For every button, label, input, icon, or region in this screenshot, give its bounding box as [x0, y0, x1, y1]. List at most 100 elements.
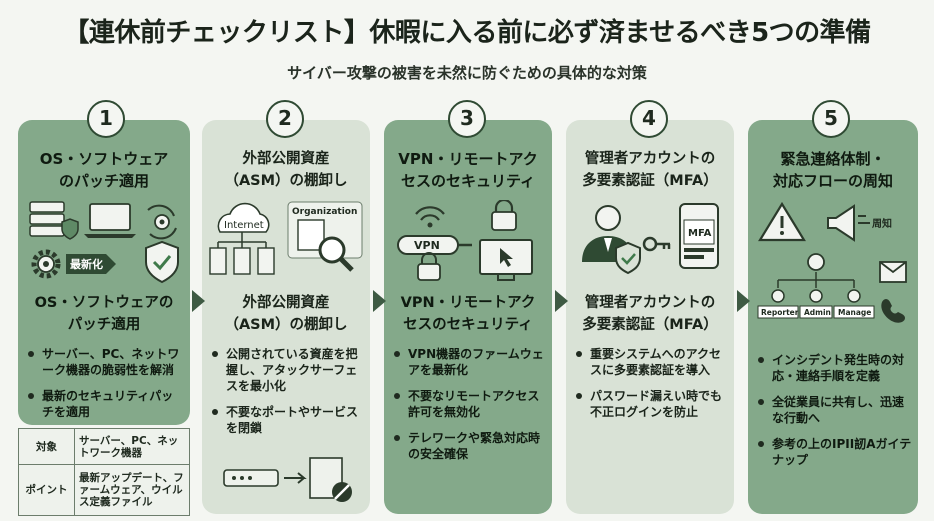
card-patch: OS・ソフトウェア のパッチ適用	[18, 120, 190, 425]
lock-icon	[491, 198, 517, 231]
step-number-4: 4	[630, 100, 668, 138]
mail-icon	[879, 261, 907, 283]
shield-check-icon	[145, 240, 179, 284]
card-heading-line: 管理者アカウントの	[584, 151, 716, 167]
org-chart-icon: Reporter Admin Manage	[757, 253, 875, 319]
card-heading-line: 緊急連絡体制・	[780, 150, 886, 168]
card-subheading-line: （ASM）の棚卸し	[224, 317, 348, 333]
bullet-item: 不要なリモートアクセス許可を無効化	[394, 388, 546, 420]
card-asm: 外部公開資産 （ASM）の棚卸し Internet Organization	[202, 120, 370, 514]
table-key: ポイント	[18, 464, 75, 516]
card-heading-line: 対応フローの周知	[772, 172, 893, 190]
checklist-cards: 1 OS・ソフトウェア のパッチ適用	[0, 100, 934, 521]
organization-label: Organization	[292, 207, 357, 217]
bullet-item: インシデント発生時の対応・連絡手順を定義	[758, 352, 912, 384]
card-subheading-line: 外部公開資産	[242, 295, 330, 311]
step-number-5: 5	[812, 100, 850, 138]
bullet-item: 全従業員に共有し、迅速な行動へ	[758, 394, 912, 426]
update-badge: 最新化	[66, 254, 116, 274]
bullet-item: 重要システムへのアクセスに多要素認証を導入	[576, 346, 728, 378]
gear-icon	[31, 249, 61, 279]
update-badge-label: 最新化	[70, 257, 103, 271]
phone-icon	[881, 299, 905, 323]
card-subheading-line: パッチ適用	[67, 317, 141, 333]
flow-arrow	[373, 290, 386, 312]
wifi-icon	[415, 206, 445, 228]
mfa-label: MFA	[688, 228, 712, 239]
table-row: ポイント 最新アップデート、ファームウェア、ウイルス定義ファイル	[18, 464, 190, 516]
card-heading: VPN・リモートアク セスのセキュリティ	[390, 148, 546, 192]
card-subheading-line: OS・ソフトウェアの	[34, 295, 174, 311]
megaphone-icon: 周知	[827, 204, 892, 242]
shield-check-icon	[615, 241, 641, 275]
bullet-item: サーバー、PC、ネットワーク機器の脆弱性を解消	[28, 346, 184, 378]
vpn-tunnel-icon: VPN	[397, 235, 472, 255]
bullet-list: VPN機器のファームウェアを最新化 不要なリモートアクセス許可を無効化 テレワー…	[394, 346, 546, 472]
vpn-label: VPN	[414, 239, 440, 252]
table-value: サーバー、PC、ネットワーク機器	[74, 427, 190, 466]
bullet-list: 公開されている資産を把握し、アタックサーフェスを最小化 不要なポートやサービスを…	[212, 346, 364, 446]
card-heading: 外部公開資産 （ASM）の棚卸し	[208, 148, 364, 192]
magnifier-icon	[318, 236, 354, 272]
card-heading-line: （ASM）の棚卸し	[224, 173, 348, 189]
card-subheading-line: 多要素認証（MFA）	[582, 317, 718, 333]
server-icon	[209, 247, 275, 275]
smartphone-mfa-icon: MFA	[679, 203, 719, 269]
card-heading-line: OS・ソフトウェア	[39, 150, 169, 168]
page-title: 【連休前チェックリスト】休暇に入る前に必ず済ませるべき5つの準備	[63, 18, 871, 48]
target-point-table: 対象 サーバー、PC、ネットワーク機器 ポイント 最新アップデート、ファームウェ…	[18, 427, 190, 516]
card-heading: 緊急連絡体制・ 対応フローの周知	[754, 148, 912, 192]
role-label: Manage	[838, 308, 871, 317]
bullet-item: パスワード漏えい時でも不正ログインを防止	[576, 388, 728, 420]
card-heading-line: 多要素認証（MFA）	[582, 173, 718, 189]
card-illustration: VPN	[388, 198, 548, 290]
bullet-list: 重要システムへのアクセスに多要素認証を導入 パスワード漏えい時でも不正ログインを…	[576, 346, 728, 430]
card-subheading: OS・ソフトウェアの パッチ適用	[24, 292, 184, 338]
notice-label: 周知	[872, 217, 892, 230]
card-illustration: Internet Organization	[206, 200, 366, 290]
card-illustration: MFA	[570, 200, 730, 290]
step-number-3: 3	[448, 100, 486, 138]
bullet-item: VPN機器のファームウェアを最新化	[394, 346, 546, 378]
bullet-item: 公開されている資産を把握し、アタックサーフェスを最小化	[212, 346, 364, 394]
card-heading: 管理者アカウントの 多要素認証（MFA）	[572, 148, 728, 192]
card-subheading: VPN・リモートアク セスのセキュリティ	[390, 292, 546, 338]
bullet-item: 参考の上のIPII訒Aガイテナップ	[758, 436, 912, 468]
monitor-cursor-icon	[479, 239, 533, 281]
page-subtitle: サイバー攻撃の被害を未然に防ぐための具体的な対策	[287, 64, 647, 82]
server-shield-icon	[29, 201, 79, 240]
card-heading-line: 外部公開資産	[242, 151, 330, 167]
card-subheading: 管理者アカウントの 多要素認証（MFA）	[572, 292, 728, 338]
card-heading-line: VPN・リモートアク	[398, 150, 538, 168]
card-subheading-line: セスのセキュリティ	[403, 317, 533, 333]
role-label: Admin	[804, 308, 831, 317]
card-heading-line: のパッチ適用	[58, 172, 149, 190]
bullet-item: テレワークや緊急対応時の安全確保	[394, 430, 546, 462]
bullet-list: サーバー、PC、ネットワーク機器の脆弱性を解消 最新のセキュリティパッチを適用	[28, 346, 184, 430]
table-row: 対象 サーバー、PC、ネットワーク機器	[18, 427, 190, 466]
card-illustration: 最新化	[22, 200, 186, 290]
flow-arrow	[737, 290, 750, 312]
card-subheading: 外部公開資産 （ASM）の棚卸し	[208, 292, 364, 338]
card-vpn: VPN・リモートアク セスのセキュリティ VPN	[384, 120, 552, 514]
router-illustration	[223, 457, 352, 502]
refresh-gear-icon	[147, 204, 177, 240]
table-key: 対象	[18, 427, 75, 466]
card-subheading-line: VPN・リモートアク	[400, 295, 536, 311]
bullet-item: 不要なポートやサービスを閉鎖	[212, 404, 364, 436]
role-label: Reporter	[761, 308, 799, 317]
bullet-list: インシデント発生時の対応・連絡手順を定義 全従業員に共有し、迅速な行動へ 参考の…	[758, 352, 912, 478]
step-number-1: 1	[87, 100, 125, 138]
flow-arrow	[192, 290, 205, 312]
bullet-item: 最新のセキュリティパッチを適用	[28, 388, 184, 420]
card-illustration: 周知 Reporter Admin Manage	[752, 200, 914, 340]
key-icon	[642, 236, 671, 252]
flow-arrow	[555, 290, 568, 312]
cloud-label: Internet	[224, 220, 264, 231]
blocked-server-icon	[309, 457, 352, 502]
card-heading-line: セスのセキュリティ	[400, 172, 536, 190]
laptop-icon	[84, 203, 136, 238]
card-heading: OS・ソフトウェア のパッチ適用	[24, 148, 184, 192]
cloud-icon: Internet	[217, 202, 270, 233]
card-emergency: 緊急連絡体制・ 対応フローの周知 周知	[748, 120, 918, 514]
